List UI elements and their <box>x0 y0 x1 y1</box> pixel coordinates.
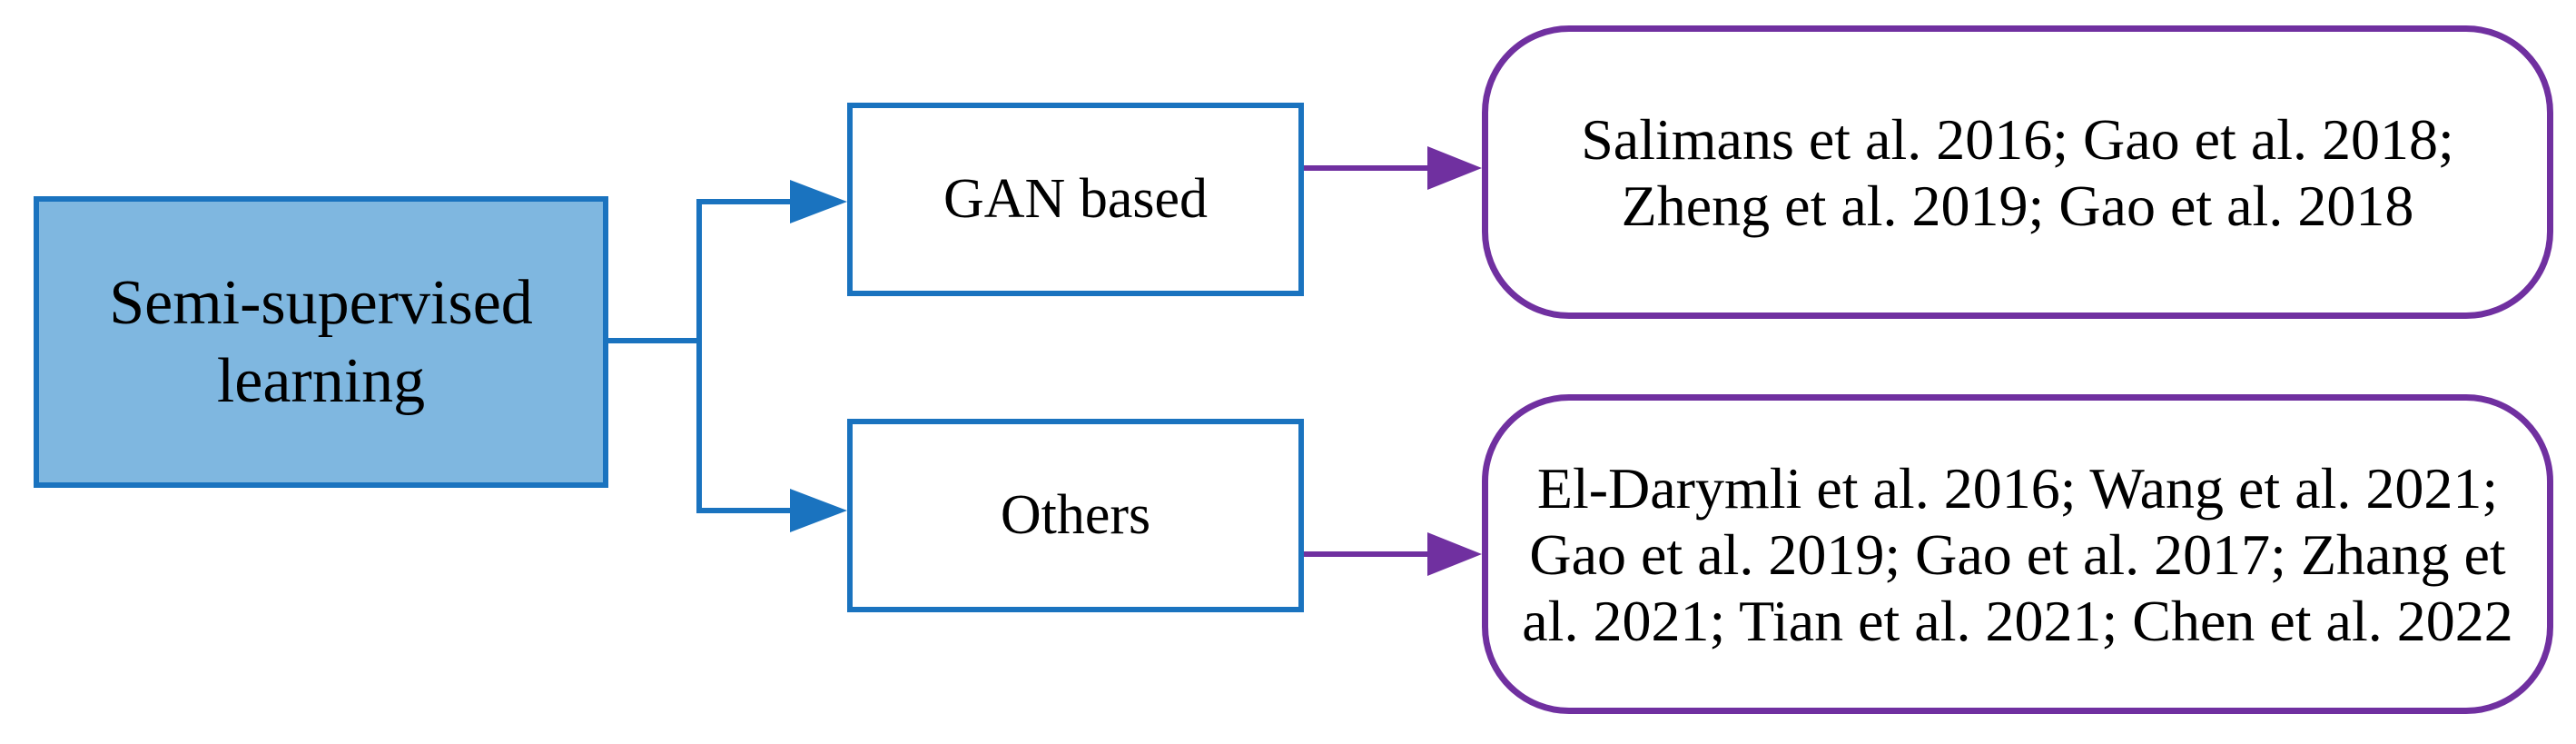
branch-others-label: Others <box>1000 484 1151 546</box>
branch-gan-based-label: GAN based <box>943 168 1208 230</box>
references-box-gan-based: Salimans et al. 2016; Gao et al. 2018; Z… <box>1482 25 2553 319</box>
branch-node-gan-based: GAN based <box>847 103 1304 296</box>
references-gan-based-text: Salimans et al. 2016; Gao et al. 2018; Z… <box>1581 106 2454 238</box>
branch-node-others: Others <box>847 419 1304 612</box>
root-node-semi-supervised-learning: Semi-supervised learning <box>34 196 608 488</box>
root-node-label: Semi-supervised learning <box>109 267 533 416</box>
references-others-text: El-Darymli et al. 2016; Wang et al. 2021… <box>1522 455 2513 653</box>
arrowhead-to-gan-based <box>790 180 847 223</box>
arrowhead-gan-to-refs <box>1427 146 1482 190</box>
arrowhead-others-to-refs <box>1427 532 1482 576</box>
arrowhead-to-others <box>790 489 847 532</box>
references-box-others: El-Darymli et al. 2016; Wang et al. 2021… <box>1482 394 2553 714</box>
